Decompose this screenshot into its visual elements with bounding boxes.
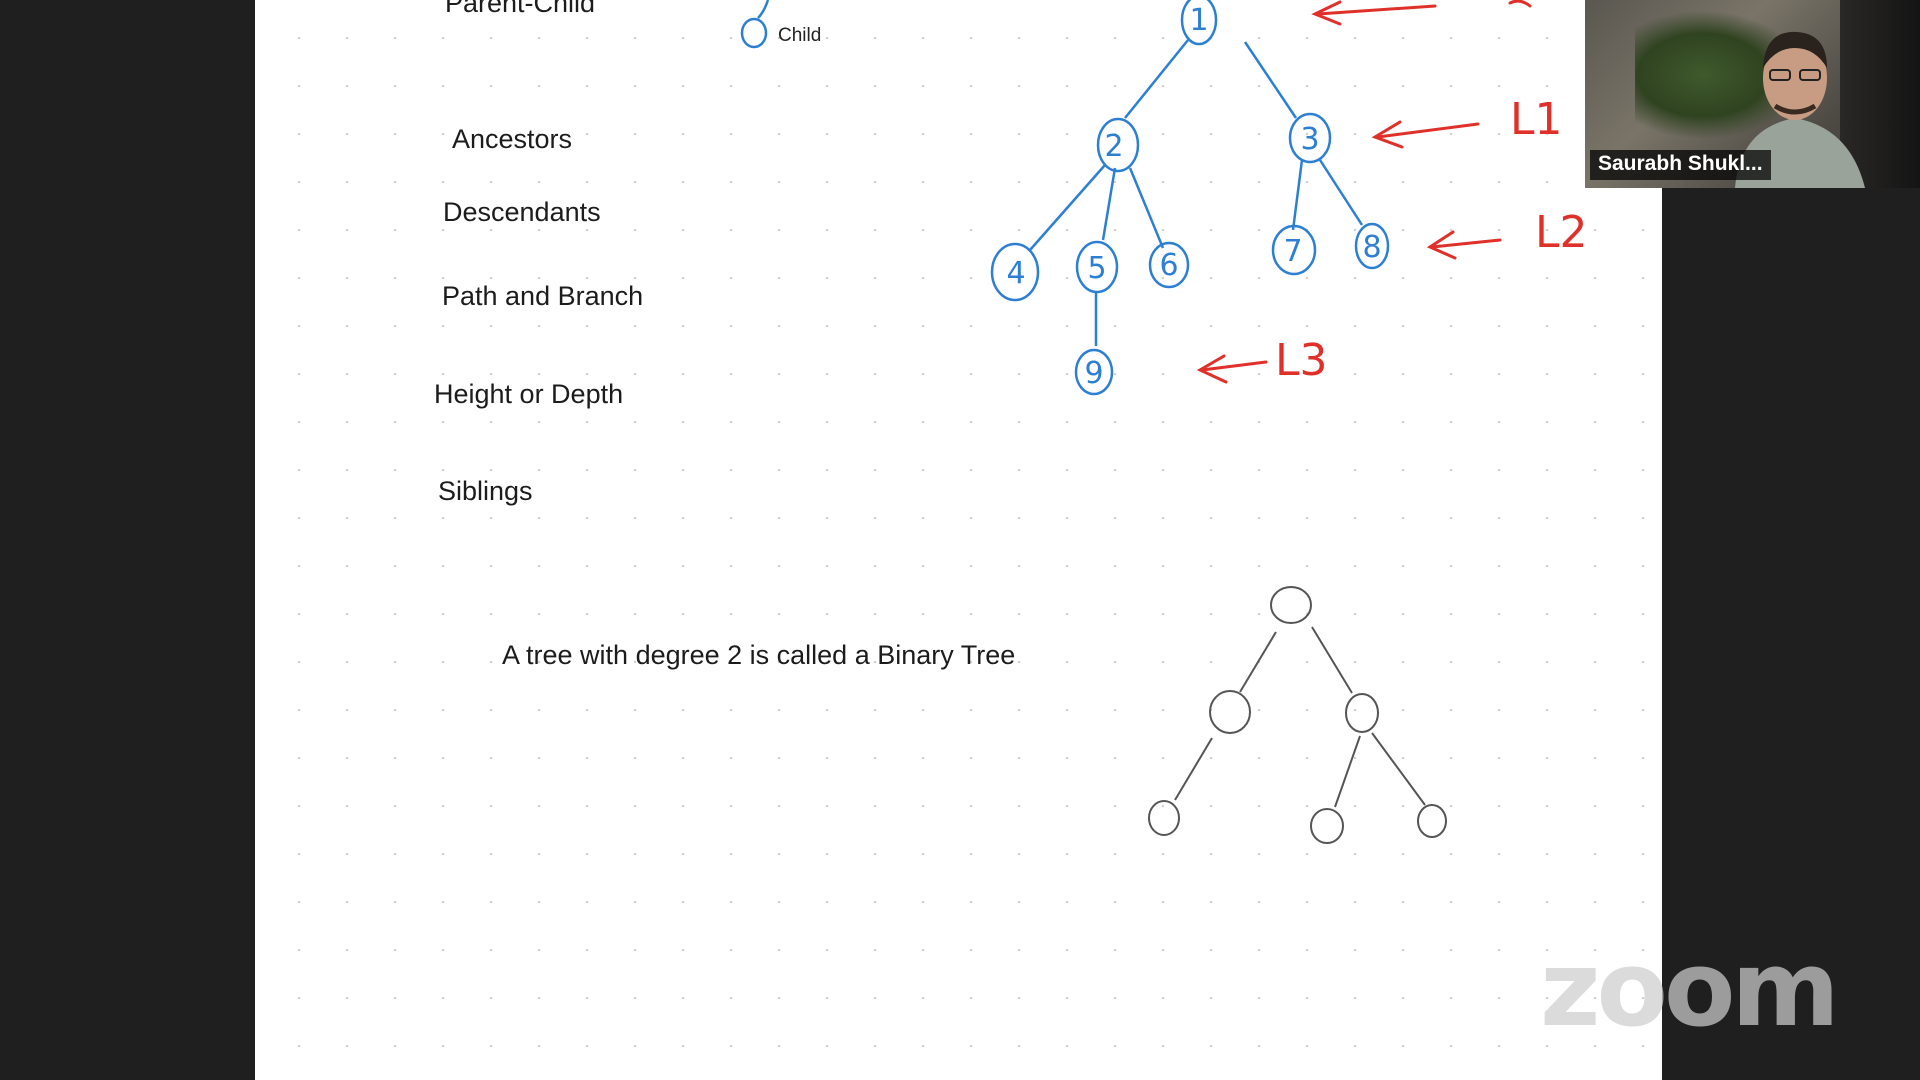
- child-label: Child: [778, 25, 822, 46]
- term-ancestors: Ancestors: [452, 124, 573, 154]
- term-parent-child: Parent-Child: [445, 0, 596, 18]
- term-siblings: Siblings: [438, 476, 533, 506]
- term-height-depth: Height or Depth: [434, 379, 624, 409]
- video-background: [1840, 0, 1920, 188]
- binary-tree-statement: A tree with degree 2 is called a Binary …: [502, 640, 1016, 670]
- participant-video-tile[interactable]: Saurabh Shukl...: [1585, 0, 1920, 188]
- zoom-watermark-logo: zoom: [1540, 928, 1840, 1050]
- whiteboard-slide: Parent-Child Child Ancestors Descendants…: [255, 0, 1662, 1080]
- term-descendants: Descendants: [443, 197, 601, 227]
- participant-name: Saurabh Shukl...: [1590, 150, 1771, 180]
- term-path-branch: Path and Branch: [442, 281, 644, 311]
